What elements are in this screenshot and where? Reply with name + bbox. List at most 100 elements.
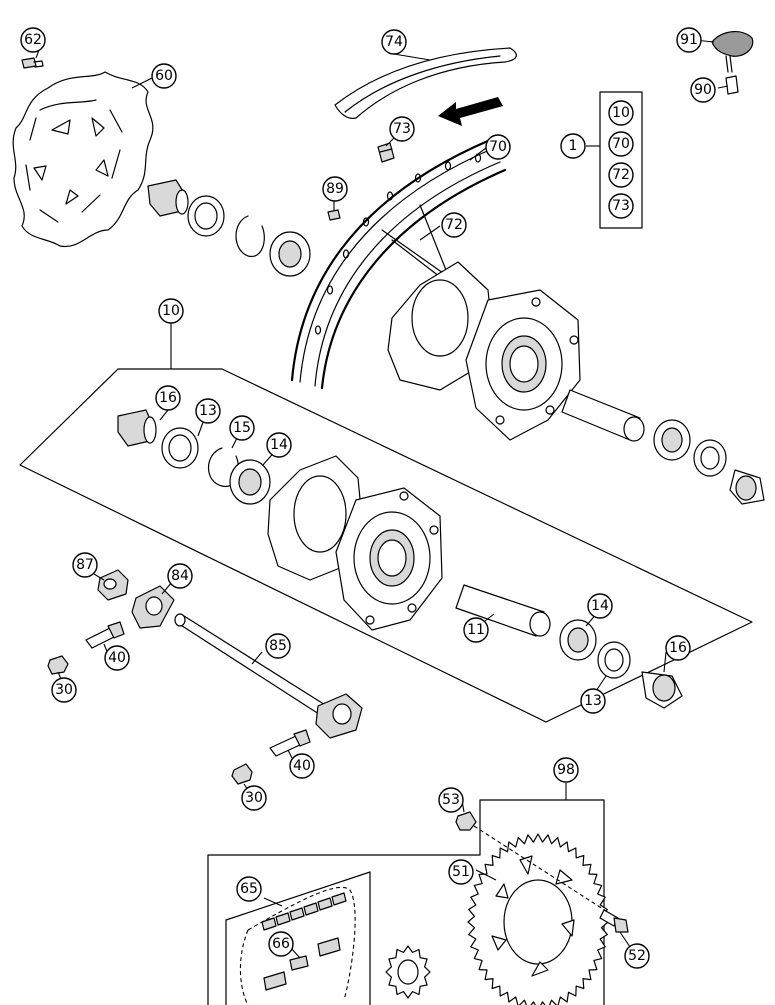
callout-16-left: 16: [155, 385, 181, 411]
upper-left-bearing: [269, 231, 311, 277]
callout-72: 72: [441, 212, 467, 238]
adjuster-bolt-40-left: [85, 621, 125, 649]
callout-66: 66: [268, 931, 294, 957]
callout-62: 62: [20, 27, 46, 53]
svg-text:65: 65: [240, 881, 258, 897]
callout-40-left: 40: [104, 645, 130, 671]
svg-text:10: 10: [162, 303, 180, 319]
callout-87: 87: [72, 552, 98, 578]
kit-list-frame: [599, 91, 643, 229]
svg-text:73: 73: [393, 121, 411, 137]
callout-73: 73: [389, 116, 415, 142]
upper-hub: [387, 261, 581, 441]
svg-text:30: 30: [245, 790, 263, 806]
svg-text:16: 16: [159, 390, 177, 406]
kit-item-73: 73: [608, 193, 634, 219]
seal-13-left: [161, 427, 199, 469]
svg-text:89: 89: [326, 181, 344, 197]
svg-text:62: 62: [24, 32, 42, 48]
axle-nut-87: [97, 569, 129, 601]
callout-30-left: 30: [51, 677, 77, 703]
callout-74: 74: [381, 29, 407, 55]
bearing-14-right: [559, 619, 597, 661]
svg-text:60: 60: [155, 68, 173, 84]
upper-left-spacer: [147, 179, 189, 217]
svg-text:1: 1: [569, 138, 578, 154]
nut-30-left: [47, 655, 69, 675]
chain-adjuster-84: [131, 585, 175, 629]
svg-text:15: 15: [233, 420, 251, 436]
upper-right-seal: [693, 439, 727, 477]
seal-13-right: [597, 641, 631, 679]
svg-text:85: 85: [269, 638, 287, 654]
svg-text:90: 90: [694, 82, 712, 98]
front-sprocket: [385, 945, 431, 999]
adjuster-bolt-40-right: [269, 729, 311, 757]
upper-left-circlip: [235, 215, 265, 258]
svg-text:13: 13: [199, 403, 217, 419]
svg-text:51: 51: [452, 864, 470, 880]
valve-cap-90: [725, 75, 739, 95]
callout-16-right: 16: [665, 635, 691, 661]
svg-text:70: 70: [612, 136, 630, 152]
svg-text:52: 52: [628, 948, 646, 964]
chain-adjuster-right: [315, 693, 363, 739]
callout-14-left: 14: [266, 432, 292, 458]
svg-text:13: 13: [584, 693, 602, 709]
callout-11: 11: [463, 617, 489, 643]
upper-left-seal: [187, 195, 225, 237]
callout-53: 53: [438, 787, 464, 813]
callout-15: 15: [229, 415, 255, 441]
callout-10: 10: [158, 298, 184, 324]
kit-item-10: 10: [608, 100, 634, 126]
svg-text:14: 14: [591, 598, 609, 614]
valve: [377, 142, 395, 163]
brake-disc: [12, 71, 154, 248]
disc-bolt: [21, 57, 44, 69]
rotation-arrow: [438, 97, 503, 126]
svg-text:74: 74: [385, 34, 403, 50]
axle-85: [174, 613, 331, 717]
callout-91: 91: [676, 27, 702, 53]
bearing-14-left: [229, 459, 271, 505]
chain-kit-frame: [225, 871, 371, 1005]
upper-right-spacer: [729, 469, 765, 505]
chain-65: [261, 892, 347, 931]
callout-98: 98: [553, 757, 579, 783]
callout-14-right: 14: [587, 593, 613, 619]
spacer-tube-11: [455, 584, 551, 637]
svg-text:53: 53: [442, 792, 460, 808]
callout-90: 90: [690, 77, 716, 103]
svg-text:84: 84: [171, 568, 189, 584]
svg-text:40: 40: [293, 758, 311, 774]
callout-labels: 62 60 74 73 70 89 72 91 90 1 10 16 13 15…: [20, 27, 716, 969]
tire-valve-tool-91: [711, 31, 754, 73]
callout-84: 84: [167, 563, 193, 589]
tire: [334, 47, 517, 119]
upper-right-bearing: [653, 419, 691, 461]
svg-text:66: 66: [272, 936, 290, 952]
callout-85: 85: [265, 633, 291, 659]
callout-70: 70: [485, 134, 511, 160]
svg-text:14: 14: [270, 437, 288, 453]
nut-30-right: [231, 763, 253, 785]
svg-text:70: 70: [489, 139, 507, 155]
callout-40-right: 40: [289, 753, 315, 779]
chain-link-66: [263, 937, 341, 991]
sprocket-nut-53: [455, 811, 477, 831]
svg-text:10: 10: [612, 105, 630, 121]
callout-65: 65: [236, 876, 262, 902]
callout-60: 60: [151, 63, 177, 89]
svg-text:11: 11: [467, 622, 485, 638]
svg-text:16: 16: [669, 640, 687, 656]
lower-hub: [267, 455, 443, 631]
sprocket-51: [467, 833, 609, 1005]
svg-text:72: 72: [445, 217, 463, 233]
spacer-16-right: [641, 671, 683, 709]
callout-13-left: 13: [195, 398, 221, 424]
spacer-16-left: [117, 409, 157, 447]
svg-text:87: 87: [76, 557, 94, 573]
svg-text:73: 73: [612, 198, 630, 214]
callout-1: 1: [560, 133, 586, 159]
